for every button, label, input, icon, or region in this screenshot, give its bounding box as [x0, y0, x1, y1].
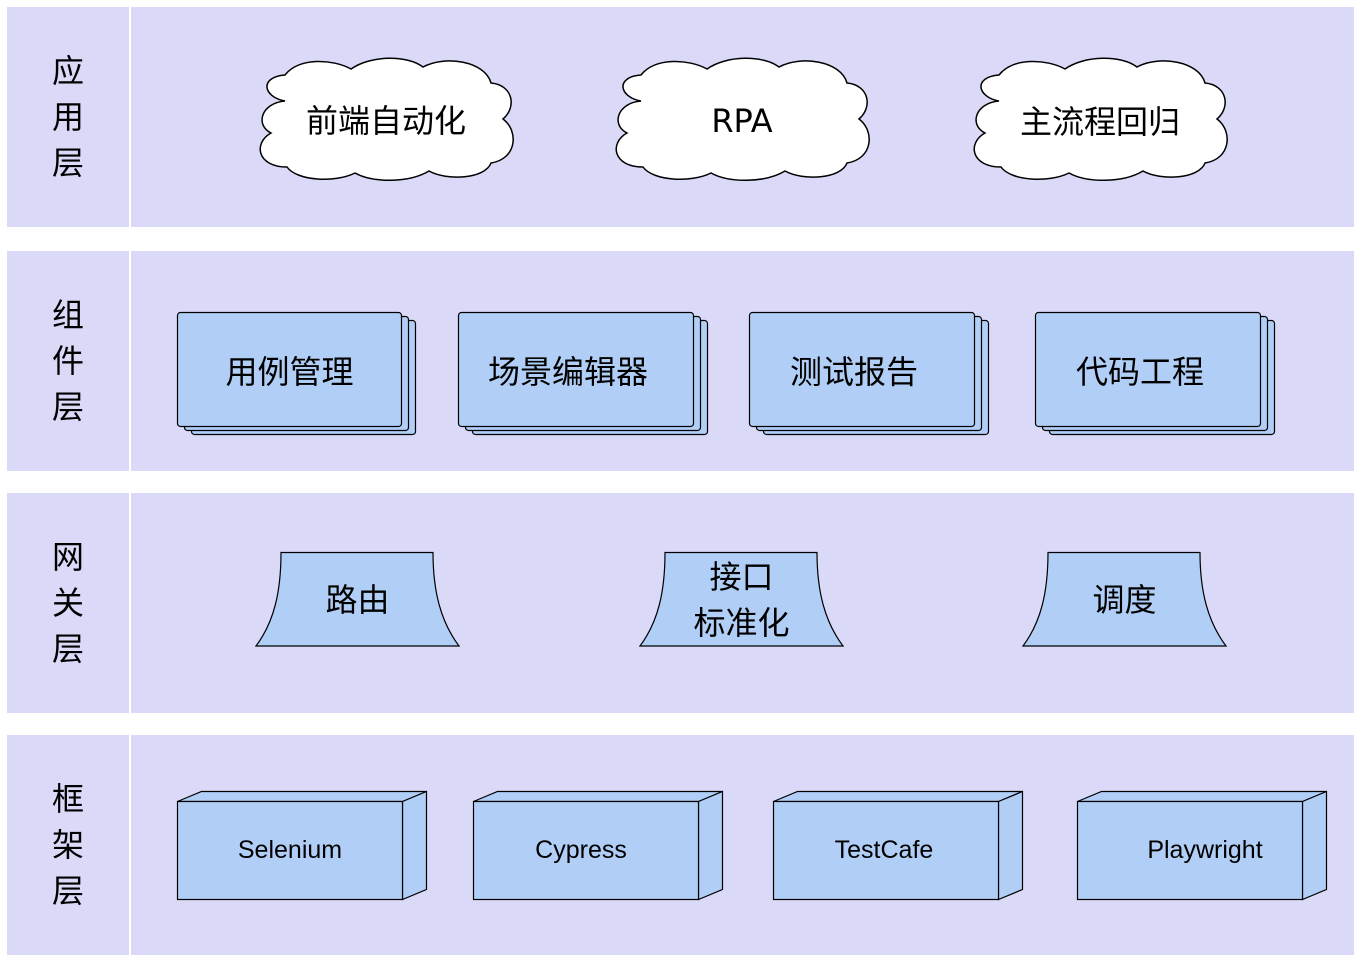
cloud-shape-icon: [973, 57, 1228, 181]
flared-shape-icon: [638, 551, 845, 647]
flared-shape-icon: [1021, 551, 1228, 647]
gateway-label: 接口 标准化: [693, 557, 790, 642]
gateway-layer-label-cell: 网关层: [7, 493, 131, 713]
cloud-rpa[interactable]: RPA: [611, 57, 873, 183]
gateway-routing[interactable]: 路由: [254, 551, 461, 647]
cloud-label: 主流程回归: [1019, 103, 1180, 141]
flared-shape-icon: [254, 551, 461, 647]
card-scene-editor[interactable]: 场景编辑器: [457, 311, 709, 436]
stacked-cards-icon: [748, 311, 990, 436]
gateway-scheduling[interactable]: 调度: [1021, 551, 1228, 647]
cloud-frontend-automation[interactable]: 前端自动化: [255, 57, 517, 181]
card-code-project[interactable]: 代码工程: [1034, 311, 1276, 436]
box-3d-icon: [472, 790, 724, 901]
framework-cypress[interactable]: Cypress: [472, 790, 724, 901]
card-label: 测试报告: [789, 352, 918, 391]
framework-label: Selenium: [237, 835, 343, 864]
cloud-shape-icon: [259, 57, 514, 181]
gateway-layer-label: 网关层: [51, 538, 84, 668]
framework-label: TestCafe: [834, 835, 934, 864]
card-test-report[interactable]: 测试报告: [748, 311, 990, 436]
framework-layer-content: Selenium Cypress TestCafe Pla: [131, 735, 1354, 955]
cloud-label: 前端自动化: [305, 102, 466, 140]
card-label: 场景编辑器: [487, 352, 648, 391]
stacked-cards-icon: [457, 311, 709, 436]
gateway-layer-content: 路由 接口 标准化 调度: [131, 493, 1354, 713]
framework-selenium[interactable]: Selenium: [176, 790, 428, 901]
stacked-cards-icon: [1034, 311, 1276, 436]
framework-layer-label: 框架层: [51, 780, 84, 910]
framework-layer: 框架层 Selenium Cypress TestCaf: [7, 735, 1354, 955]
box-3d-icon: [772, 790, 1024, 901]
stacked-cards-icon: [176, 311, 417, 436]
gateway-label: 路由: [325, 580, 390, 619]
framework-playwright[interactable]: Playwright: [1076, 790, 1328, 901]
application-layer-content: 前端自动化 RPA 主流程回归: [131, 7, 1354, 227]
component-layer: 组件层 用例管理 场景编辑器 测试报告: [7, 251, 1354, 471]
cloud-main-flow-regression[interactable]: 主流程回归: [969, 57, 1231, 181]
gateway-label: 调度: [1092, 580, 1157, 619]
card-case-management[interactable]: 用例管理: [176, 311, 417, 436]
framework-label: Cypress: [535, 835, 627, 864]
cloud-shape-icon: [615, 57, 870, 181]
component-layer-content: 用例管理 场景编辑器 测试报告 代码工程: [131, 251, 1354, 471]
application-layer-label-cell: 应用层: [7, 7, 131, 227]
framework-testcafe[interactable]: TestCafe: [772, 790, 1024, 901]
application-layer: 应用层 前端自动化 RPA 主流程回归: [7, 7, 1354, 227]
application-layer-label: 应用层: [51, 52, 84, 182]
box-3d-icon: [1076, 790, 1328, 901]
cloud-label: RPA: [711, 102, 773, 140]
box-3d-icon: [176, 790, 428, 901]
component-layer-label: 组件层: [51, 296, 84, 426]
gateway-interface-standardization[interactable]: 接口 标准化: [638, 551, 845, 647]
component-layer-label-cell: 组件层: [7, 251, 131, 471]
gateway-layer: 网关层 路由 接口 标准化 调度: [7, 493, 1354, 713]
card-label: 用例管理: [225, 352, 354, 391]
framework-label: Playwright: [1147, 835, 1263, 864]
card-label: 代码工程: [1075, 352, 1204, 391]
framework-layer-label-cell: 框架层: [7, 735, 131, 955]
